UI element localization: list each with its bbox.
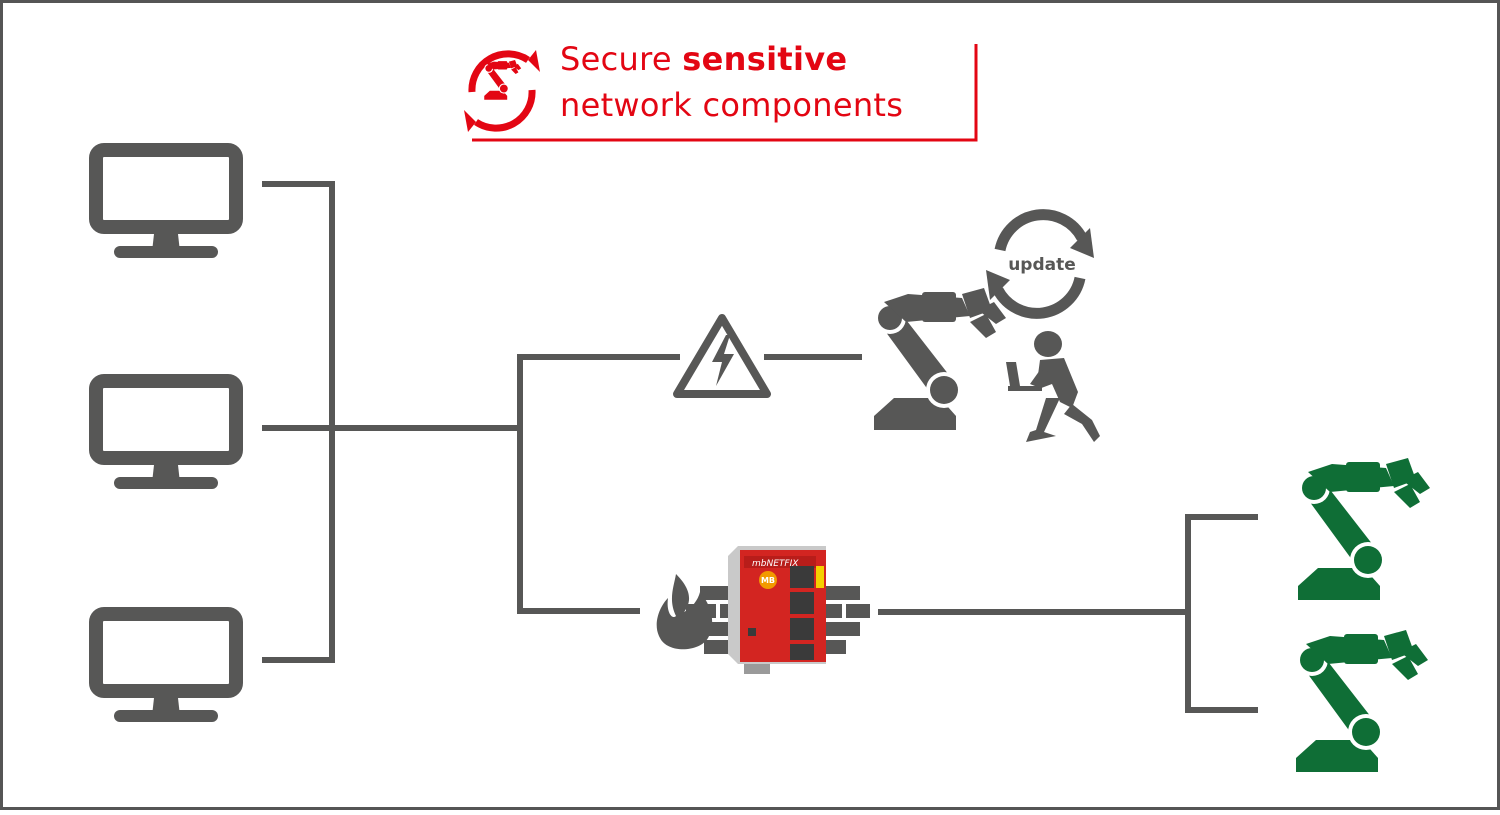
update-cycle-icon: update	[986, 209, 1094, 319]
title-line-1: Secure sensitive	[560, 36, 903, 82]
router-logo: MB	[761, 576, 775, 585]
title-bold: sensitive	[682, 40, 848, 78]
router-brand: mbNETFIX	[752, 559, 799, 569]
monitor-icon	[96, 381, 236, 489]
network-lines	[262, 181, 1258, 713]
computer-top	[96, 150, 236, 258]
update-label: update	[1008, 255, 1076, 275]
robot-arm-icon	[874, 288, 1006, 430]
computer-middle	[96, 381, 236, 489]
firewall-brick-icon	[686, 586, 870, 654]
kneeling-person-laptop-icon	[1006, 331, 1100, 442]
router-device-icon: mbNETFIX MB	[728, 546, 826, 674]
robot-arm-icon-protected-bottom	[1296, 630, 1428, 772]
title-regular: Secure	[560, 40, 683, 78]
robot-arm-icon-protected-top	[1298, 458, 1430, 600]
diagram-title: Secure sensitive network components	[560, 36, 903, 128]
title-bracket	[472, 44, 978, 142]
high-voltage-warning-icon	[673, 314, 771, 398]
robot-arm-refresh-icon	[464, 50, 540, 132]
monitor-icon	[96, 614, 236, 722]
firewall-flame-icon	[656, 574, 713, 650]
title-line-2: network components	[560, 86, 904, 124]
computer-bottom	[96, 614, 236, 722]
monitor-icon	[96, 150, 236, 258]
